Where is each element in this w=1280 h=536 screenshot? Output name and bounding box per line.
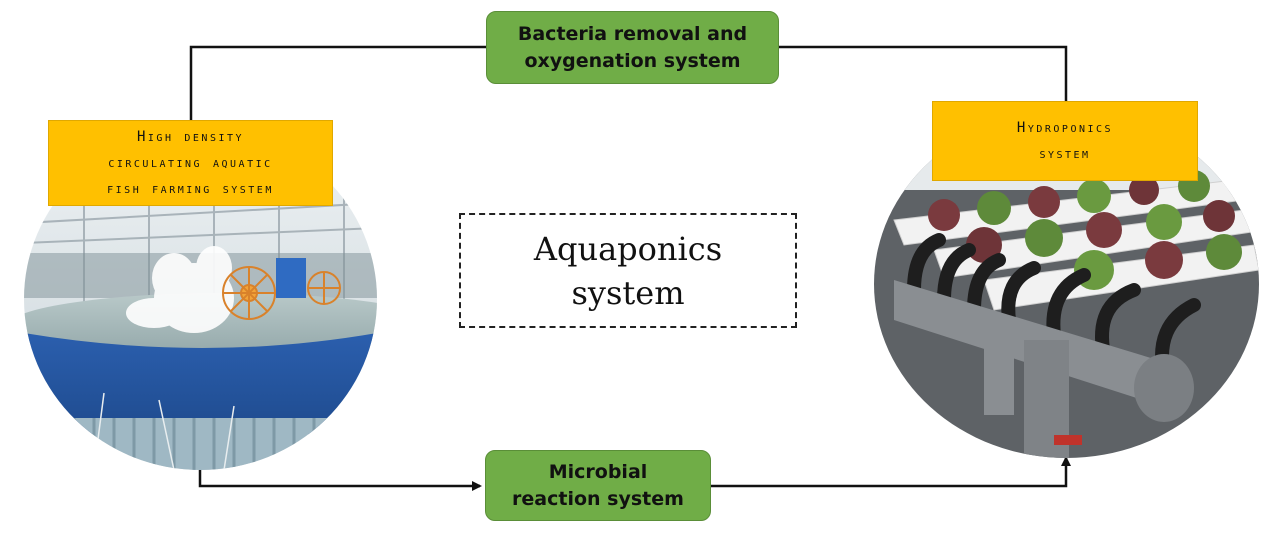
bacteria-removal-line1: Bacteria removal and <box>517 22 748 45</box>
aquaponics-system-box: Aquaponics system <box>459 213 797 328</box>
fish-farming-label-line3: fish farming system <box>107 181 274 197</box>
bacteria-removal-line2: oxygenation system <box>524 49 741 72</box>
hydroponics-label: Hydroponics system <box>932 101 1198 181</box>
bacteria-removal-box: Bacteria removal and oxygenation system <box>486 11 779 84</box>
microbial-reaction-line2: reaction system <box>512 487 684 510</box>
fish-farming-label: High density circulating aquatic fish fa… <box>48 120 333 206</box>
aquaponics-title-line2: system <box>571 273 685 312</box>
bottom-right-arrow <box>711 456 1071 488</box>
aquaponics-title-line1: Aquaponics <box>533 229 723 268</box>
top-left-connector <box>189 45 486 120</box>
microbial-reaction-box: Microbial reaction system <box>485 450 711 521</box>
hydroponics-label-line2: system <box>1039 146 1091 162</box>
fish-farming-label-line2: circulating aquatic <box>108 155 273 171</box>
hydroponics-label-line1: Hydroponics <box>1016 120 1114 136</box>
fish-farming-label-line1: High density <box>136 129 245 145</box>
top-right-connector <box>779 45 1068 103</box>
microbial-reaction-line1: Microbial <box>548 460 648 483</box>
